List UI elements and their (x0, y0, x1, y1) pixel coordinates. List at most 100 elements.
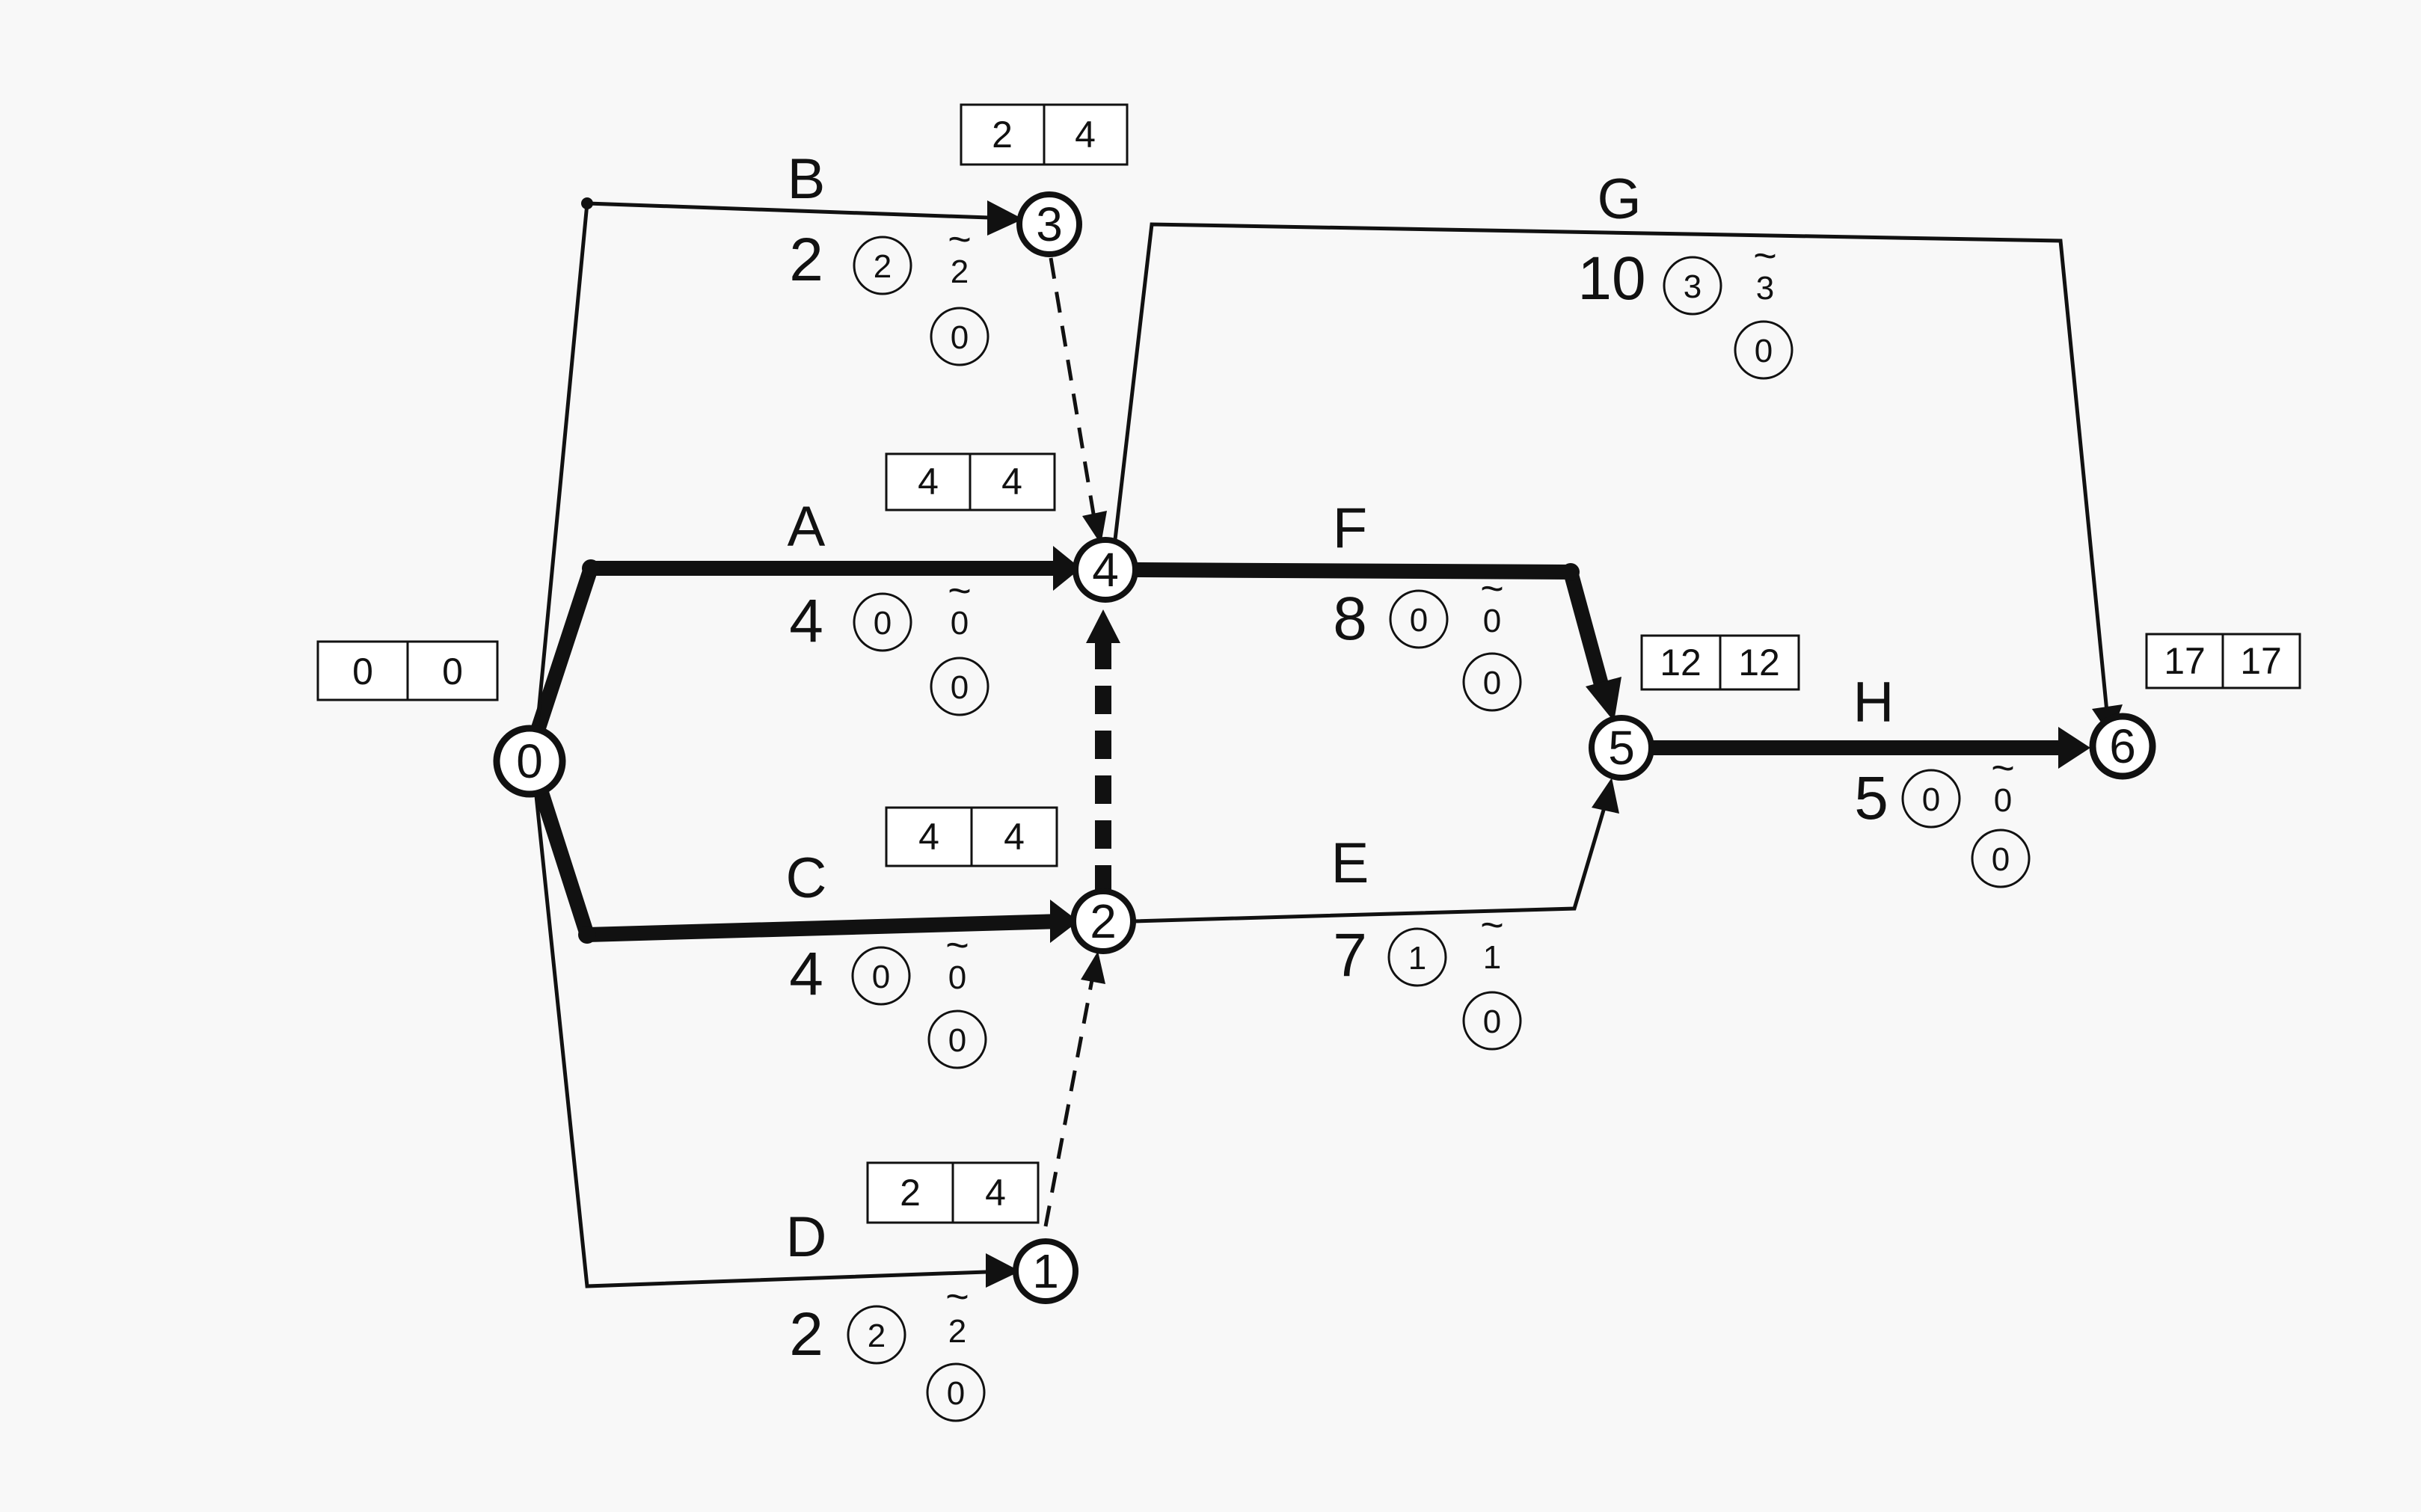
activity-h-name: H (1853, 671, 1894, 734)
activity-d-total-float: 2 (868, 1318, 886, 1354)
activity-a-name: A (788, 495, 826, 559)
dummy-3-4-arrowhead (1082, 511, 1107, 544)
node-1-time-box: 2 4 (866, 1161, 1040, 1224)
node-4-latest: 4 (1001, 461, 1022, 503)
activity-c-float-2: 0 (948, 1022, 966, 1059)
node-1: 1 (1013, 1238, 1078, 1304)
dummy-1-2-arrowhead (1081, 951, 1105, 984)
activity-b-duration: 2 (789, 226, 823, 294)
activity-f-arrowhead (1586, 677, 1621, 722)
activity-a-duration: 4 (789, 587, 823, 655)
activity-c-annotation: C 4 0 ~ 0 0 (786, 846, 987, 1069)
node-6-label: 6 (2109, 719, 2136, 773)
dummy-3-4-arrow (1049, 257, 1098, 528)
activity-d-arrow (533, 781, 1007, 1288)
activity-d-arrowhead (986, 1253, 1020, 1288)
activity-h-free-float: 0 (1994, 782, 2012, 819)
node-3-earliest: 2 (992, 114, 1013, 156)
node-1-earliest: 2 (900, 1172, 921, 1214)
activity-a-float-2: 0 (951, 669, 969, 706)
node-5-earliest: 12 (1660, 642, 1702, 683)
activity-g-annotation: G 10 3 ~ 3 0 (1577, 168, 1793, 380)
activity-a-bend-dot (582, 559, 600, 577)
activity-h-float-2: 0 (1992, 841, 2010, 878)
activity-g-float-2: 0 (1755, 333, 1773, 369)
activity-g-total-float: 3 (1684, 268, 1702, 305)
activity-h-annotation: H 5 0 ~ 0 0 (1853, 671, 2031, 888)
activity-b-total-float: 2 (874, 248, 892, 285)
activity-c-free-float: 0 (948, 959, 966, 996)
node-2-earliest: 4 (918, 816, 939, 858)
activity-f-bend-dot (1562, 563, 1580, 581)
node-4-label: 4 (1092, 543, 1119, 597)
node-5-label: 5 (1608, 721, 1635, 775)
activity-c-name: C (786, 846, 827, 910)
node-5: 5 (1589, 715, 1654, 781)
activity-e-free-float: 1 (1483, 939, 1501, 976)
activity-g-tilde: ~ (1753, 233, 1777, 278)
node-0: 0 (493, 725, 566, 798)
activity-d-tilde: ~ (945, 1274, 969, 1319)
activity-a-tilde: ~ (948, 568, 972, 613)
activity-f-annotation: F 8 0 ~ 0 0 (1333, 497, 1522, 712)
activity-g-arrow (1112, 222, 2110, 720)
activity-d-annotation: D 2 2 ~ 2 0 (786, 1205, 986, 1422)
activity-c-tilde: ~ (945, 923, 969, 968)
node-6-latest: 17 (2240, 640, 2282, 682)
node-0-latest: 0 (442, 651, 463, 692)
activity-e-tilde: ~ (1480, 903, 1504, 947)
activity-e-float-2: 0 (1483, 1004, 1501, 1040)
activity-b-free-float: 2 (951, 253, 969, 290)
activity-e-annotation: E 7 1 ~ 1 0 (1331, 832, 1522, 1051)
activity-d-free-float: 2 (948, 1313, 966, 1350)
node-3-latest: 4 (1075, 114, 1096, 156)
activity-e-arrowhead (1592, 778, 1619, 814)
node-3: 3 (1016, 191, 1082, 257)
activity-e-total-float: 1 (1408, 940, 1426, 977)
node-6: 6 (2089, 713, 2156, 780)
activity-a-total-float: 0 (874, 605, 892, 642)
node-2-label: 2 (1090, 894, 1117, 948)
node-2: 2 (1070, 888, 1136, 954)
node-4-earliest: 4 (918, 461, 939, 503)
activity-f-float-2: 0 (1483, 665, 1501, 701)
activity-b-annotation: B 2 2 ~ 2 0 (788, 147, 989, 366)
activity-b-tilde: ~ (948, 217, 972, 262)
activity-h-total-float: 0 (1922, 781, 1940, 818)
activity-h-tilde: ~ (1991, 746, 2015, 790)
activity-g-free-float: 3 (1756, 270, 1774, 307)
activity-a-arrowhead (1053, 546, 1081, 591)
activity-c-arrowhead (1050, 900, 1078, 943)
activity-d-float-2: 0 (947, 1375, 965, 1412)
activity-h-duration: 5 (1854, 764, 1888, 832)
dummy-1-2-arrow (1043, 971, 1096, 1227)
activity-f-tilde: ~ (1480, 566, 1504, 611)
activity-b-float-2: 0 (951, 319, 969, 356)
node-2-latest: 4 (1004, 816, 1025, 858)
node-2-time-box: 4 4 (885, 806, 1058, 867)
activity-c-duration: 4 (789, 940, 823, 1008)
node-5-time-box: 12 12 (1640, 634, 1800, 691)
node-1-latest: 4 (985, 1172, 1006, 1214)
activity-a-annotation: A 4 0 ~ 0 0 (788, 495, 989, 716)
node-1-label: 1 (1032, 1244, 1059, 1298)
activity-b-arrowhead (987, 200, 1023, 236)
activity-f-free-float: 0 (1483, 603, 1501, 639)
activity-f-name: F (1333, 497, 1367, 560)
node-4: 4 (1073, 537, 1138, 603)
node-0-time-box: 0 0 (316, 640, 499, 701)
node-3-time-box: 2 4 (960, 103, 1129, 166)
activity-d-duration: 2 (789, 1300, 823, 1368)
node-3-label: 3 (1036, 197, 1063, 251)
activity-b-name: B (788, 147, 826, 211)
node-6-time-box: 17 17 (2145, 633, 2301, 689)
activity-d-name: D (786, 1205, 827, 1269)
activity-f-total-float: 0 (1410, 602, 1428, 639)
activity-c-total-float: 0 (872, 959, 890, 995)
node-4-time-box: 4 4 (885, 452, 1056, 511)
activity-e-arrow (1132, 799, 1609, 924)
activity-e-duration: 7 (1333, 921, 1367, 989)
node-6-earliest: 17 (2164, 640, 2206, 682)
activity-c-bend-dot (578, 926, 596, 944)
